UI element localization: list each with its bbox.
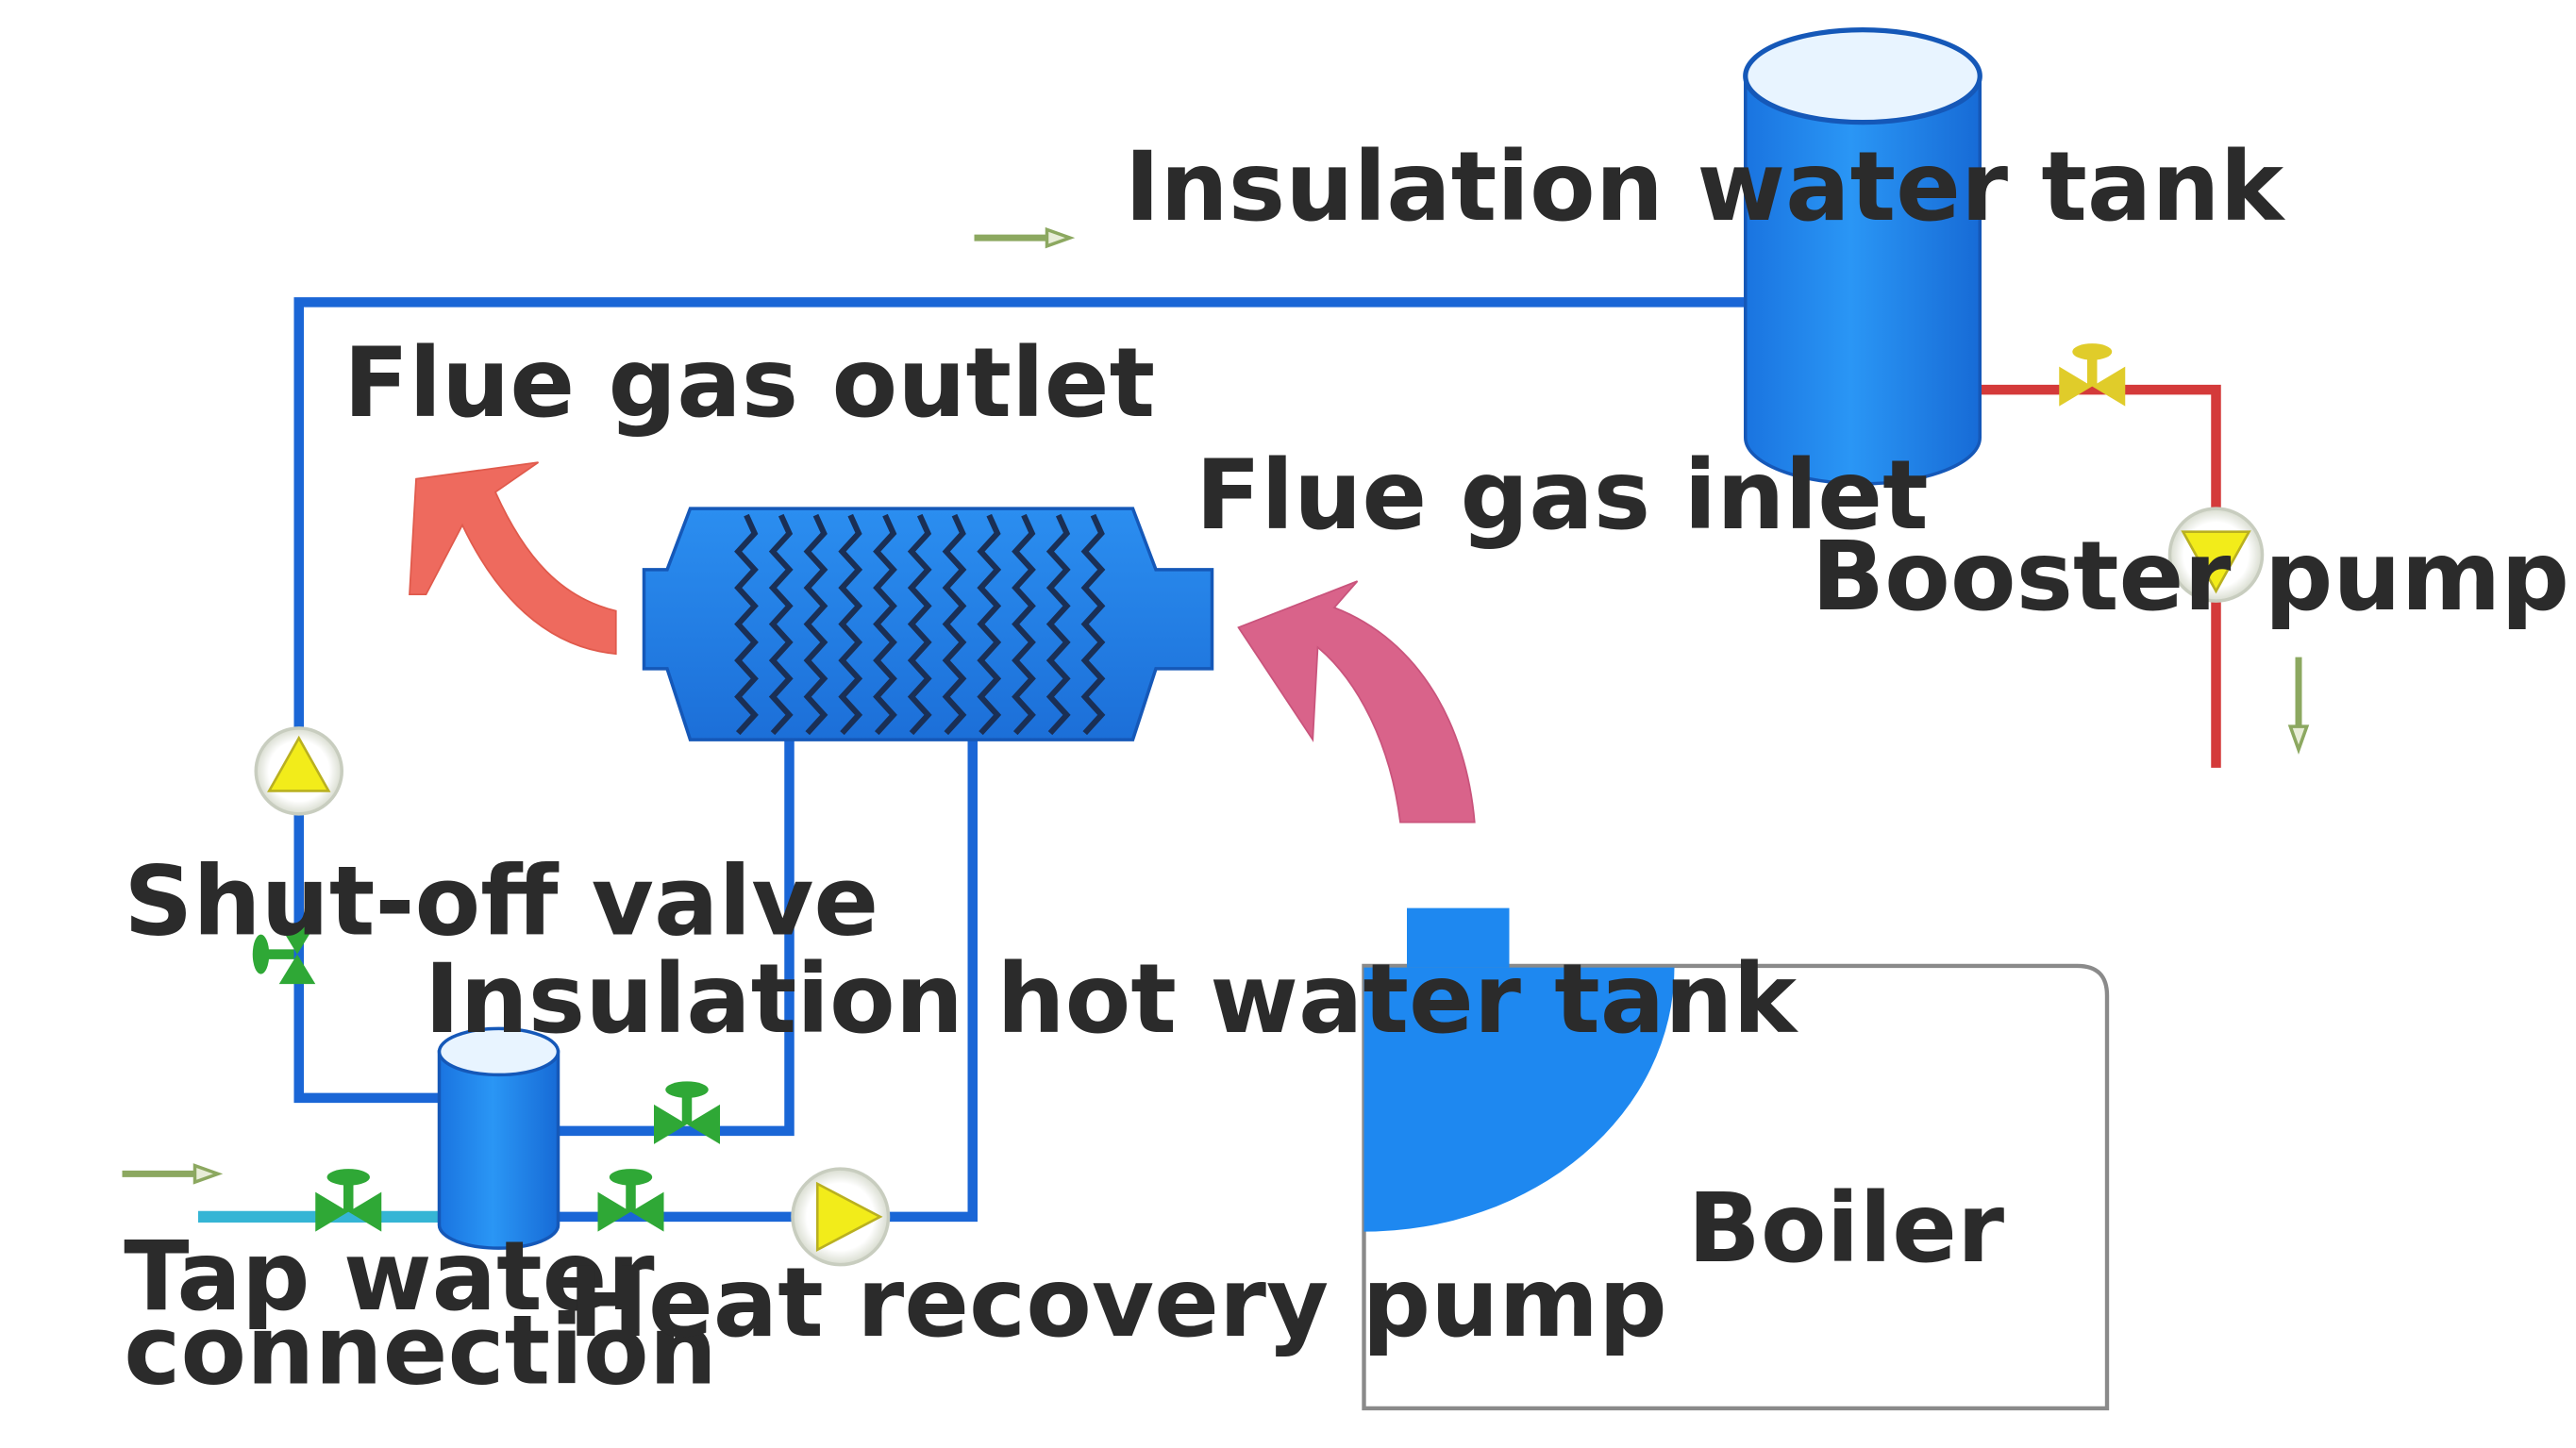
exchanger-tube <box>1080 513 1106 736</box>
gate-valve-icon <box>597 1169 664 1232</box>
exchanger-tube <box>803 513 828 736</box>
booster-pump-icon <box>2167 507 2265 603</box>
shut-off-valve-icon <box>252 924 316 985</box>
exchanger-tubes <box>734 513 1106 736</box>
label-insulation-water-tank: Insulation water tank <box>1125 131 2286 242</box>
label-insulation-hot-water-tank: Insulation hot water tank <box>425 943 1799 1055</box>
flow-arrow-icon <box>2287 657 2310 755</box>
gate-valve-icon <box>654 1081 720 1144</box>
insulation-water-tank <box>1743 26 1982 486</box>
label-tap-water-line-1: Tap water <box>124 1221 654 1332</box>
pipe-network <box>293 297 1750 1223</box>
flow-arrow-icon <box>974 226 1076 249</box>
exchanger-tube <box>734 513 759 736</box>
exchanger-return-pipe <box>558 740 795 1137</box>
exchanger-tube <box>1012 513 1036 736</box>
exchanger-tube <box>1045 513 1071 736</box>
insulation-hot-water-tank <box>437 1026 560 1250</box>
exchanger-tube <box>907 513 932 736</box>
exchanger-tube <box>873 513 897 736</box>
label-flue-gas-inlet: Flue gas inlet <box>1196 440 1929 551</box>
hot-water-supply-pipe <box>1978 384 2221 768</box>
label-heat-recovery-pump: Heat recovery pump <box>568 1247 1667 1358</box>
heat-recovery-pump-icon <box>791 1167 891 1267</box>
label-boiler: Boiler <box>1688 1173 2005 1284</box>
heat-exchanger-icon <box>642 507 1214 741</box>
label-booster-pump: Booster pump <box>1812 521 2569 632</box>
label-shut-off-valve: Shut-off valve <box>124 846 878 957</box>
boiler-icon <box>1362 907 2110 1411</box>
exchanger-tube <box>977 513 1002 736</box>
flue-gas-inlet-arrow <box>1237 580 1476 824</box>
exchanger-tube <box>838 513 863 736</box>
main-loop-pipe <box>293 297 1750 1104</box>
label-tap-water-line-2: connection <box>124 1295 717 1406</box>
exchanger-tube <box>942 513 967 736</box>
exchanger-tube <box>768 513 794 736</box>
pump-icon <box>254 726 343 816</box>
gate-valve-icon <box>2059 343 2126 407</box>
pump-outlet-pipe <box>888 740 978 1223</box>
label-flue-gas-outlet: Flue gas outlet <box>343 327 1155 439</box>
flue-gas-outlet-arrow <box>409 461 617 656</box>
flow-arrow-icon <box>122 1163 224 1185</box>
gate-valve-icon <box>315 1169 382 1232</box>
